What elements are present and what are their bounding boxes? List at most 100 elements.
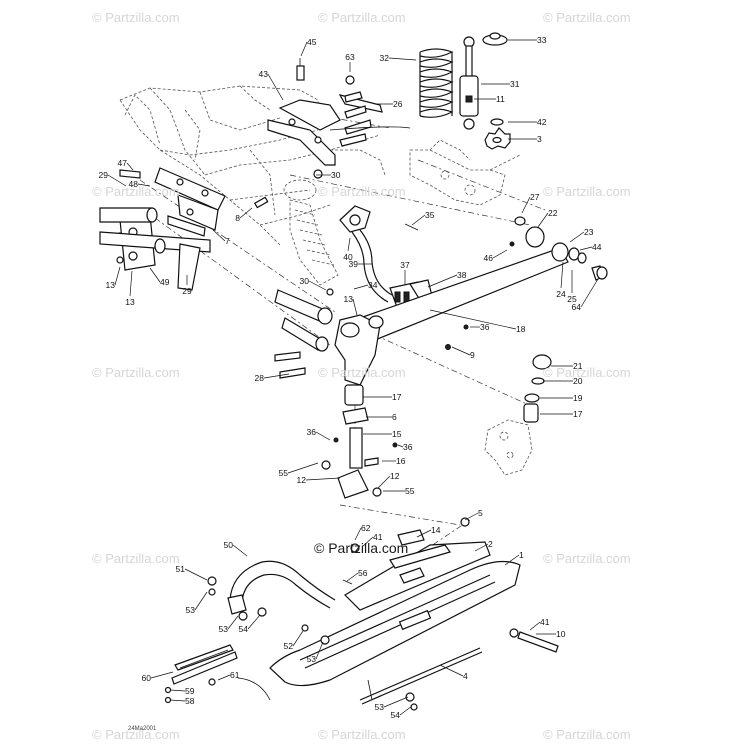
callout-number: 53 (219, 624, 229, 634)
callout-number: 59 (185, 686, 195, 696)
callout-number: 40 (343, 252, 353, 262)
callout-leader (569, 231, 585, 243)
callout-number: 30 (331, 170, 341, 180)
callout-leader (137, 183, 151, 187)
callout-number: 5 (478, 508, 483, 518)
right-spindle-parts (484, 354, 552, 476)
callout-leader (416, 529, 432, 538)
callout-number: 34 (368, 280, 378, 290)
callout-number: 30 (300, 276, 310, 286)
callout-number: 42 (537, 117, 547, 127)
callout-leader (263, 373, 290, 379)
callout-number: 38 (457, 270, 467, 280)
callout-leader (184, 568, 208, 581)
shock-absorber (459, 36, 479, 130)
callout-number: 17 (573, 409, 583, 419)
ski-fasteners (301, 624, 418, 711)
callout-number: 41 (373, 532, 383, 542)
callout-leader (292, 630, 304, 647)
callout-leader (315, 641, 324, 660)
callout-number: 50 (224, 540, 234, 550)
callout-leader (464, 512, 479, 521)
callout-number: 35 (425, 210, 435, 220)
watermark: © Partzilla.com (92, 727, 180, 742)
callout-leader (352, 298, 358, 316)
drawing-code: 24Ma2001 (128, 726, 157, 732)
callout-number: 9 (470, 350, 475, 360)
callout-number: 53 (307, 654, 317, 664)
center-shock (253, 169, 339, 286)
callout-number: 52 (284, 641, 294, 651)
callout-number: 51 (176, 564, 186, 574)
callout-number: 39 (349, 259, 359, 269)
callout-number: 15 (392, 429, 402, 439)
callout-number: 1 (519, 550, 524, 560)
callout-leader (537, 212, 549, 228)
callout-leader (560, 261, 564, 289)
callout-number: 33 (537, 35, 547, 45)
callout-number: 29 (182, 286, 192, 296)
callout-number: 10 (556, 629, 566, 639)
callout-leader (354, 527, 362, 541)
callout-number: 12 (297, 475, 307, 485)
callout-number: 13 (106, 280, 116, 290)
callout-number: 21 (573, 361, 583, 371)
callout-number: 55 (405, 486, 415, 496)
callout-leader (361, 536, 374, 548)
callout-number: 3 (537, 134, 542, 144)
callout-number: 46 (484, 253, 494, 263)
callout-leader (427, 274, 458, 288)
callout-number: 49 (160, 277, 170, 287)
callout-leader (217, 674, 231, 681)
callout-number: 25 (567, 294, 577, 304)
callout-leader (521, 196, 531, 214)
carbide-runner-detail (164, 644, 271, 704)
callout-leader (451, 346, 471, 356)
callout-leader (474, 543, 489, 552)
watermark: © Partzilla.com (543, 10, 631, 25)
callout-number: 18 (516, 324, 526, 334)
callout-number: 36 (307, 427, 317, 437)
watermark: © Partzilla.com (543, 365, 631, 380)
watermark: © Partzilla.com (318, 10, 406, 25)
callout-leader (308, 280, 327, 291)
callout-leader (383, 696, 409, 708)
watermark: © Partzilla.com (543, 184, 631, 199)
callout-leader (315, 431, 331, 441)
callout-number: 62 (361, 523, 371, 533)
callout-leader (411, 214, 426, 226)
callout-leader (492, 249, 508, 259)
callout-number: 24 (556, 289, 566, 299)
callout-number: 31 (510, 79, 520, 89)
callout-number: 60 (142, 673, 152, 683)
callout-number: 54 (391, 710, 401, 720)
watermark: © Partzilla.com (92, 184, 180, 199)
callout-number: 56 (358, 568, 368, 578)
watermark: © Partzilla.com (92, 10, 180, 25)
callout-leader (305, 477, 341, 481)
callout-number: 14 (431, 525, 441, 535)
callout-leader (580, 278, 599, 308)
steering-bracket (409, 139, 521, 206)
callout-leader (579, 246, 593, 251)
callout-leader (107, 174, 127, 187)
callout-number: 61 (230, 670, 240, 680)
callout-number: 2 (488, 539, 493, 549)
callout-number: 4 (463, 671, 468, 681)
callout-leader (126, 162, 134, 171)
callout-number: 13 (125, 297, 135, 307)
callout-number: 16 (396, 456, 406, 466)
callout-number: 22 (548, 208, 558, 218)
callout-leader (429, 309, 517, 330)
callout-leader (114, 266, 121, 286)
callout-number: 53 (186, 605, 196, 615)
center-watermark: © Partzilla.com (314, 540, 409, 556)
callout-number: 11 (496, 94, 505, 104)
callout-leader (397, 444, 404, 448)
left-suspension-arms (99, 167, 333, 379)
callout-number: 8 (235, 213, 240, 223)
callout-leader (212, 229, 226, 242)
callout-number: 23 (584, 227, 594, 237)
callout-number: 7 (225, 236, 230, 246)
